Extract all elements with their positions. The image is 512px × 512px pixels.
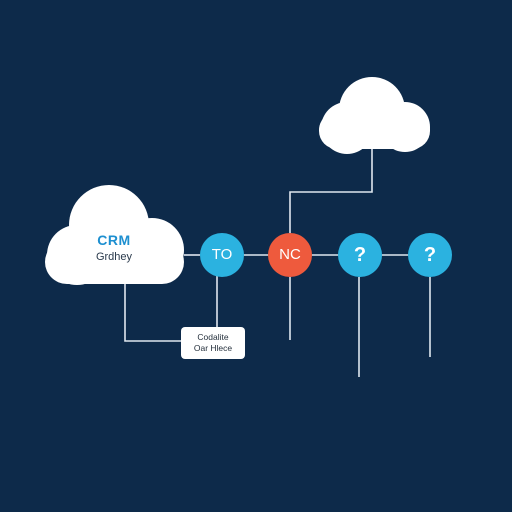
node-question-1[interactable] bbox=[338, 233, 382, 277]
connector-topcloud-nc bbox=[289, 148, 373, 233]
note-line-2: Oar Hlece bbox=[193, 343, 233, 353]
connector-lines bbox=[124, 148, 431, 377]
note-box[interactable]: Codalite Oar Hlece bbox=[181, 327, 245, 359]
node-to-label: TO bbox=[211, 246, 233, 263]
connector-crm-note bbox=[124, 283, 181, 342]
node-question-2[interactable] bbox=[408, 233, 452, 277]
crm-cloud-title: CRM bbox=[97, 232, 131, 248]
node-to[interactable] bbox=[200, 233, 244, 277]
node-question-2-label: ? bbox=[423, 244, 437, 266]
note-line-1: Codalite bbox=[197, 332, 229, 342]
node-nc[interactable] bbox=[268, 233, 312, 277]
top-cloud bbox=[319, 77, 430, 154]
node-nc-label: NC bbox=[279, 246, 301, 263]
crm-cloud bbox=[45, 185, 184, 285]
node-question-1-label: ? bbox=[353, 244, 367, 266]
crm-cloud-subtitle: Grdhey bbox=[95, 251, 133, 263]
